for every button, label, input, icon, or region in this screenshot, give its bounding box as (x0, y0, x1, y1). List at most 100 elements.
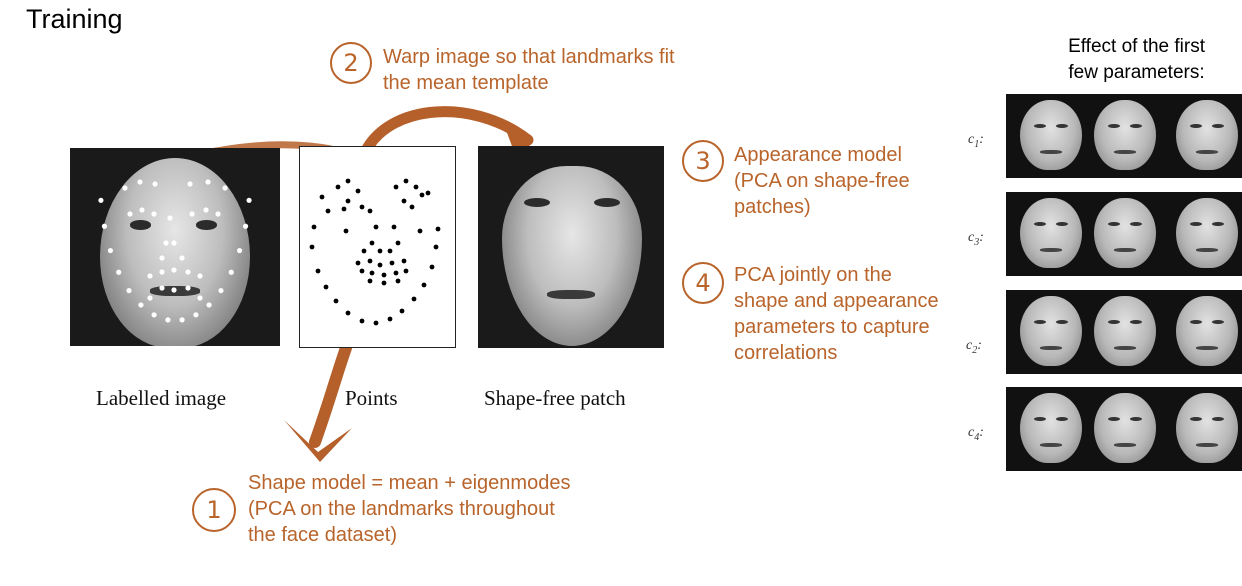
landmark-dot (193, 312, 199, 318)
mouth (1114, 248, 1136, 252)
step-4-text: PCA jointly on the shape and appearance … (734, 264, 939, 364)
shape-point (319, 194, 325, 200)
shape-point (323, 284, 329, 290)
landmark-dot (138, 302, 144, 308)
shape-point (419, 192, 425, 198)
eye (1190, 222, 1202, 226)
landmark-dot (236, 247, 243, 254)
landmark-dot (171, 267, 177, 273)
landmark-dot (179, 317, 185, 323)
face-thumbnail (1176, 296, 1238, 366)
landmark-dot (126, 287, 132, 294)
shape-point (411, 296, 417, 302)
eye (1034, 320, 1046, 324)
eye (1190, 124, 1202, 128)
landmark-dot (185, 285, 191, 291)
parameter-label-sub: 2 (972, 344, 978, 356)
eye (1108, 124, 1120, 128)
caption-labelled-image: Labelled image (96, 386, 227, 410)
shape-point (369, 270, 375, 276)
landmark-dot (98, 197, 104, 203)
step-1-text: Shape model = mean + eigenmodes (PCA on … (248, 472, 571, 546)
arrow-shape-model (309, 342, 352, 448)
shape-point (367, 208, 373, 214)
shape-point (315, 268, 321, 274)
shape-point (395, 240, 401, 246)
mouth (1114, 346, 1136, 350)
parameter-label-colon: : (977, 338, 982, 353)
shape-point (367, 278, 373, 284)
landmark-dot (139, 207, 145, 213)
shape-point (393, 184, 399, 190)
shape-point (335, 184, 341, 190)
landmark-dot (163, 240, 169, 246)
step-3-number: 3 (682, 140, 724, 182)
landmark-dot (203, 207, 209, 213)
shape-point (399, 308, 405, 314)
parameter-label-sub: 1 (974, 138, 980, 150)
landmark-dot (116, 269, 122, 275)
shape-point (387, 248, 393, 254)
shape-point (381, 272, 387, 278)
step-1-number: 1 (192, 488, 236, 532)
eye (1056, 222, 1068, 226)
eye (1212, 222, 1224, 226)
landmark-dot (159, 285, 165, 291)
shape-point (355, 188, 361, 194)
landmark-dot (206, 302, 212, 308)
parameter-label-base: c (968, 425, 975, 440)
parameter-label-colon: : (979, 425, 984, 440)
shape-point (373, 224, 379, 230)
landmark-dot (107, 247, 114, 254)
eye (1108, 320, 1120, 324)
face-strip (1006, 387, 1242, 471)
eye (1056, 124, 1068, 128)
shape-point (401, 258, 407, 264)
eye (1034, 124, 1046, 128)
mouth (1196, 443, 1218, 447)
landmark-dot (127, 211, 133, 217)
face-strip (1006, 192, 1242, 276)
eye (1212, 320, 1224, 324)
landmark-dot (228, 269, 234, 275)
landmark-dot (215, 211, 221, 217)
landmark-dot (222, 185, 228, 191)
mouth (1196, 248, 1218, 252)
shape-point (425, 190, 431, 196)
shape-point (377, 248, 383, 254)
caption-points: Points (345, 386, 398, 410)
arrow-shape-head (284, 420, 352, 462)
shape-point (435, 226, 441, 232)
step-2-number: 2 (330, 42, 372, 84)
face-strip (1006, 94, 1242, 178)
eye (1190, 417, 1202, 421)
eye (1212, 124, 1224, 128)
landmark-dot (151, 312, 157, 318)
parameter-label-base: c (968, 230, 975, 245)
landmark-dot (242, 223, 249, 229)
eye (1108, 417, 1120, 421)
points-panel (299, 146, 456, 348)
parameter-label-base: c (966, 338, 973, 353)
eye (1130, 417, 1142, 421)
shape-point (309, 244, 315, 250)
eye (1056, 320, 1068, 324)
shape-point (369, 240, 375, 246)
landmark-dot (147, 295, 153, 301)
landmark-dot (167, 215, 173, 221)
shape-point (359, 318, 365, 324)
landmark-dot (159, 255, 165, 261)
eye (1034, 417, 1046, 421)
parameter-label-colon: : (979, 132, 984, 147)
shape-point (403, 178, 409, 184)
arrow-warp (356, 106, 534, 166)
landmark-dot (171, 287, 177, 293)
shape-point (391, 224, 397, 230)
face-thumbnail (1094, 198, 1156, 268)
face-thumbnail (1176, 100, 1238, 170)
shape-point (367, 258, 373, 264)
shape-point (341, 206, 347, 212)
face-thumbnail (1020, 393, 1082, 463)
shape-point (409, 204, 415, 210)
shape-point (381, 280, 387, 286)
